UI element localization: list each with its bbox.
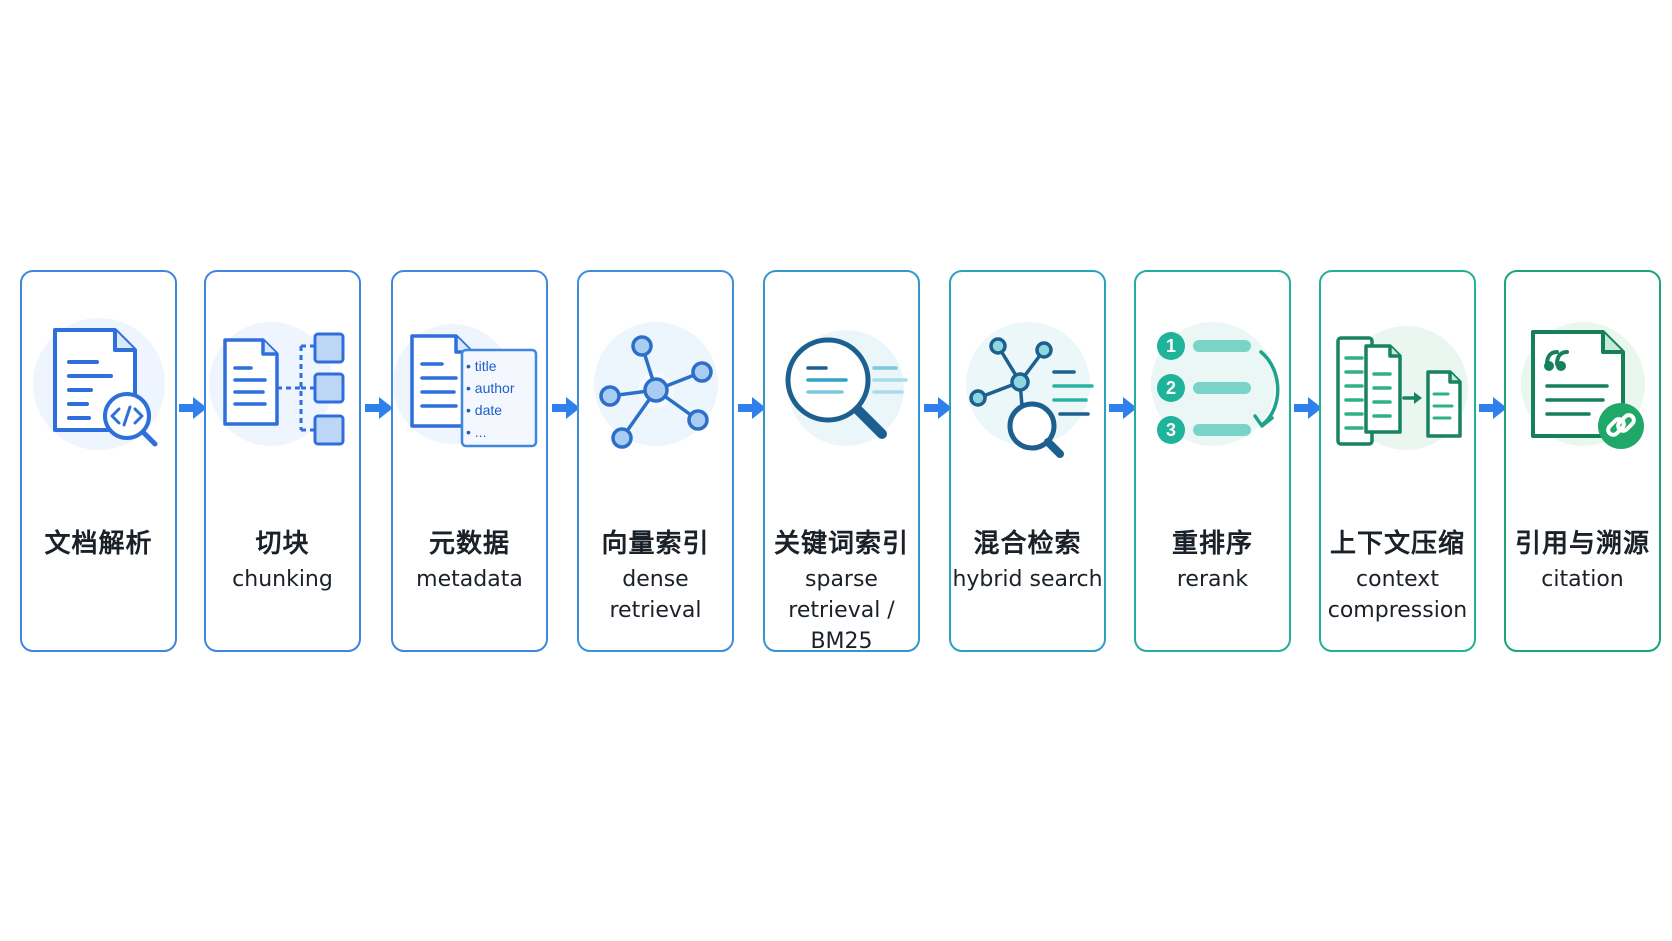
step-card-context-compression: 上下文压缩 context compression xyxy=(1319,270,1476,652)
flow-arrow xyxy=(1292,395,1324,421)
step-title-zh: 引用与溯源 xyxy=(1514,529,1650,559)
step-title-zh: 重排序 xyxy=(1171,529,1253,559)
flow-arrow xyxy=(1107,395,1139,421)
step-title-zh: 关键词索引 xyxy=(773,529,909,559)
step-card-metadata: • title • author • date • ... 元数据 metada… xyxy=(391,270,548,652)
step-title-en: context compression xyxy=(1327,567,1468,623)
step-card-dense-retrieval: 向量索引 dense retrieval xyxy=(577,270,734,652)
flow-arrow xyxy=(177,395,209,421)
step-title-zh: 文档解析 xyxy=(44,529,153,559)
flow-arrow xyxy=(550,395,582,421)
keyword-search-icon xyxy=(770,312,915,457)
rank-number-3: 3 xyxy=(1166,420,1176,440)
document-code-icon xyxy=(27,312,172,457)
step-title-zh: 混合检索 xyxy=(973,529,1082,559)
step-title-zh: 向量索引 xyxy=(601,529,710,559)
step-card-rerank: 1 2 3 重排序 rerank xyxy=(1134,270,1291,652)
step-title-en: rerank xyxy=(1176,567,1249,592)
step-title-en: sparse retrieval / BM25 xyxy=(788,567,895,654)
flow-arrow xyxy=(363,395,395,421)
metadata-field-title: • title xyxy=(466,358,497,374)
step-title-en: hybrid search xyxy=(952,567,1103,592)
flow-arrow xyxy=(736,395,768,421)
hybrid-search-icon xyxy=(956,312,1101,458)
step-title-en: chunking xyxy=(232,567,333,592)
metadata-document-icon: • title • author • date • ... xyxy=(393,312,543,457)
chunk-split-icon xyxy=(209,312,356,457)
metadata-field-date: • date xyxy=(466,402,502,418)
step-card-document-parsing: 文档解析 xyxy=(20,270,177,652)
flow-arrow xyxy=(1477,395,1509,421)
flow-arrow xyxy=(922,395,954,421)
metadata-field-author: • author xyxy=(466,380,515,396)
vector-network-icon xyxy=(584,312,729,457)
step-card-hybrid-search: 混合检索 hybrid search xyxy=(949,270,1106,652)
step-title-en: metadata xyxy=(416,567,523,592)
rerank-list-icon: 1 2 3 xyxy=(1141,312,1286,457)
rank-number-1: 1 xyxy=(1166,336,1176,356)
step-title-zh: 元数据 xyxy=(428,529,510,559)
step-title-zh: 切块 xyxy=(255,529,310,559)
step-card-chunking: 切块 chunking xyxy=(204,270,361,652)
step-card-citation: 引用与溯源 citation xyxy=(1504,270,1661,652)
step-title-en: dense retrieval xyxy=(609,567,702,623)
citation-link-icon xyxy=(1511,312,1656,457)
step-title-en: citation xyxy=(1541,567,1624,592)
compress-document-icon xyxy=(1326,312,1471,457)
step-card-sparse-retrieval: 关键词索引 sparse retrieval / BM25 xyxy=(763,270,920,654)
rank-number-2: 2 xyxy=(1166,378,1176,398)
step-title-zh: 上下文压缩 xyxy=(1329,529,1465,559)
metadata-field-more: • ... xyxy=(466,424,486,440)
